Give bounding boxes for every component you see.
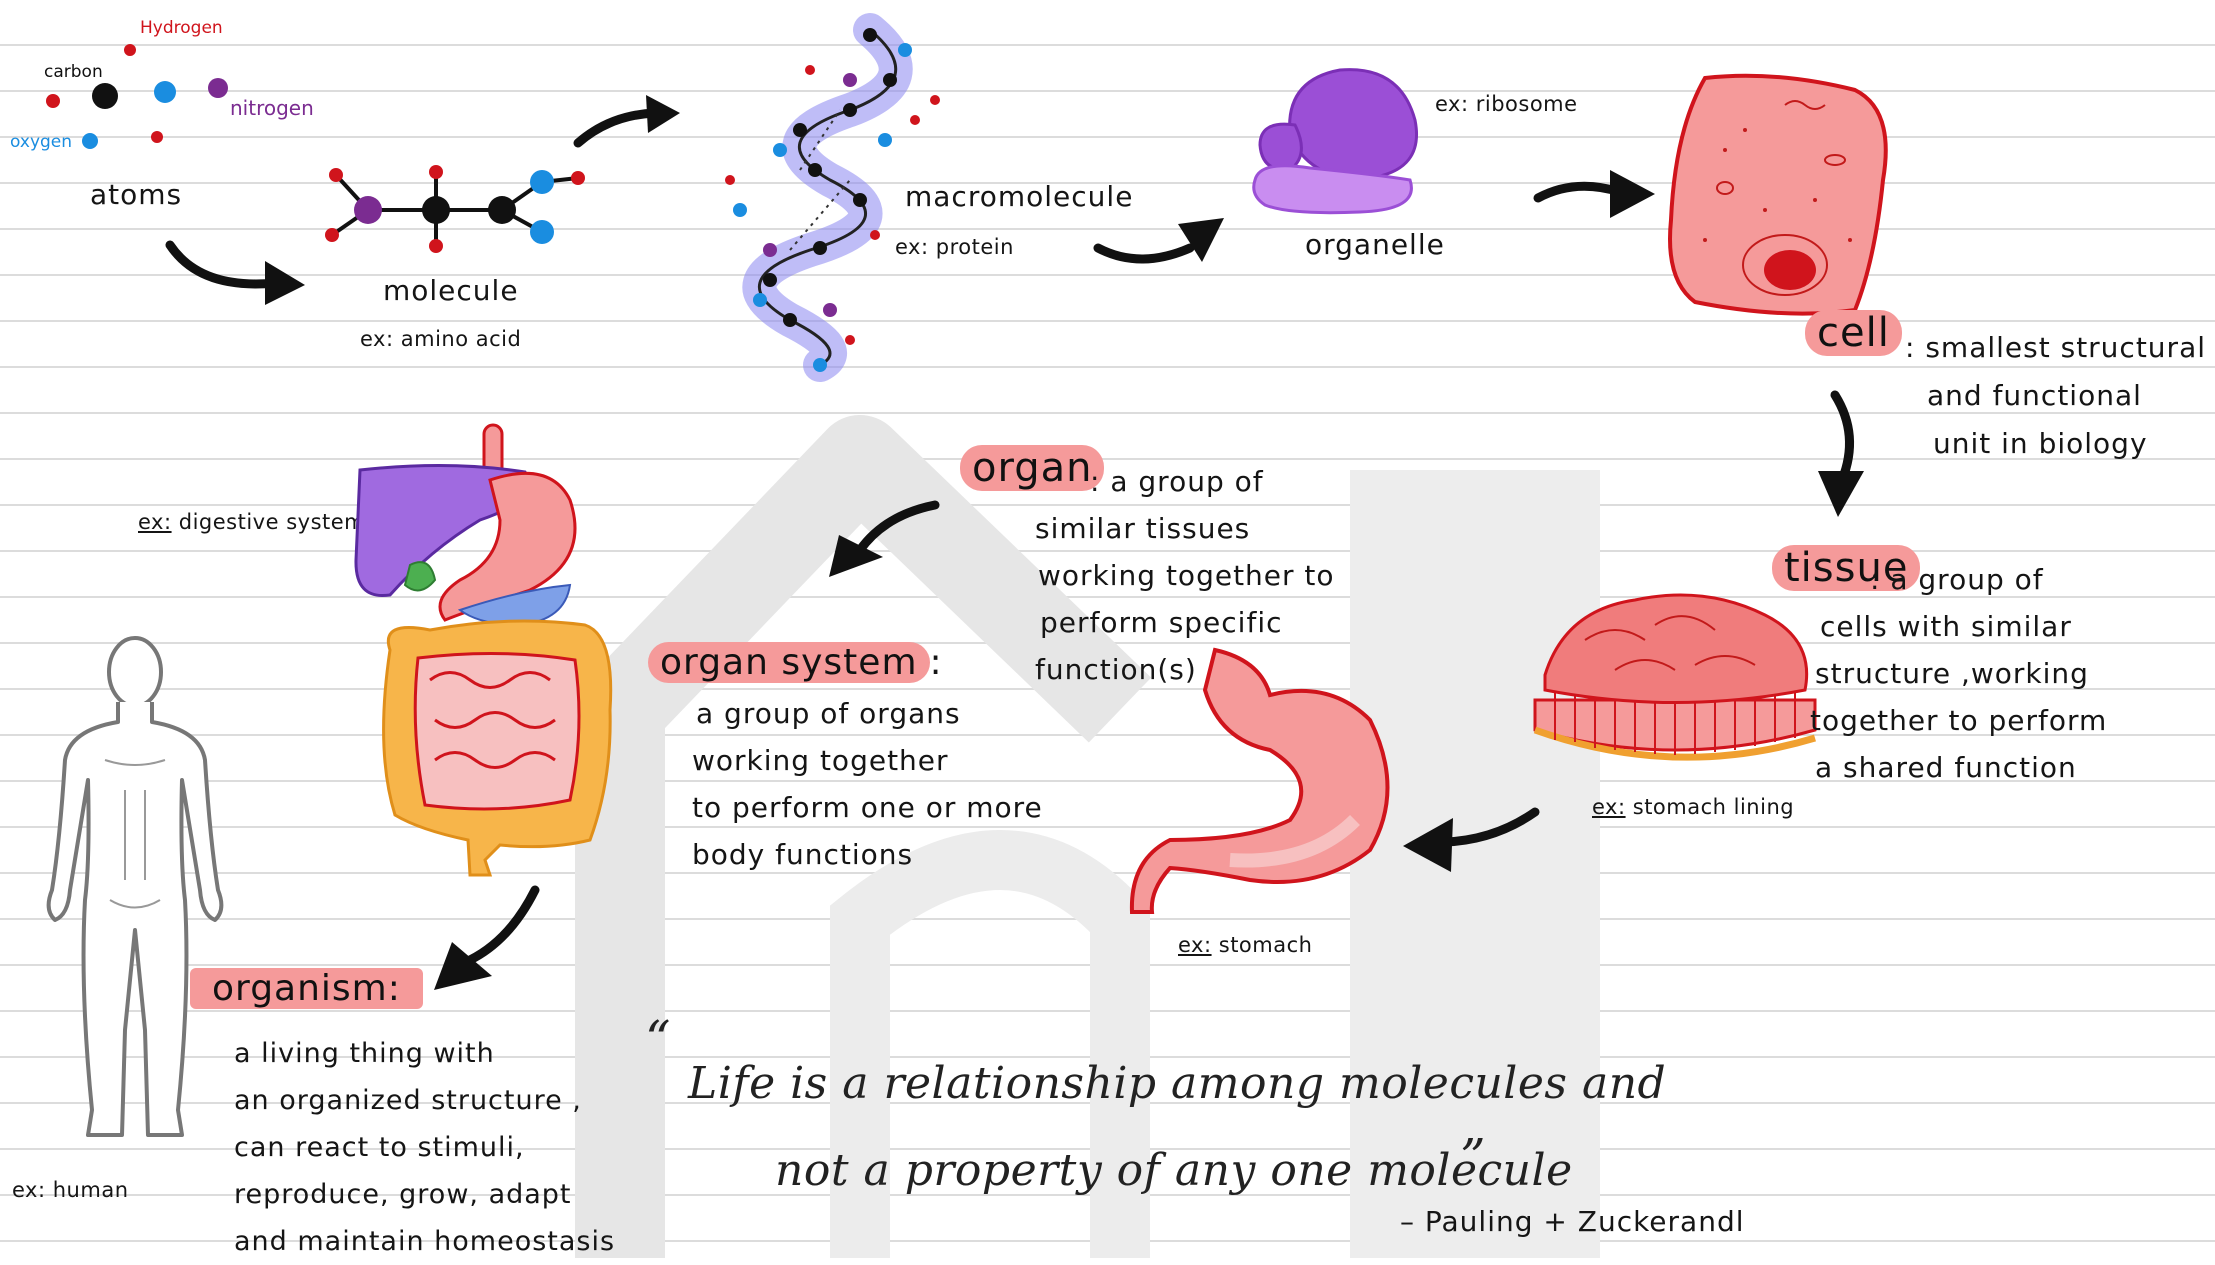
arrow-cell-to-tissue-icon (1800, 385, 1880, 525)
cell-definition: : smallest structural and functional uni… (1905, 324, 2206, 468)
amino-acid-molecule-illustration (310, 160, 600, 260)
organ-system-title: organ system: (648, 642, 943, 683)
example-text: protein (936, 235, 1014, 259)
quote-open-mark: “ (645, 1010, 671, 1068)
arrow-organ-to-organ-system-icon (815, 495, 945, 585)
definition-line: : a group of (1090, 458, 1335, 505)
macromolecule-example: ex: protein (895, 235, 1014, 259)
example-text: stomach lining (1633, 795, 1794, 819)
molecule-title: molecule (383, 274, 519, 307)
definition-line: perform specific (1040, 599, 1335, 646)
definition-line: working together to (1038, 552, 1335, 599)
organelle-example: ex: ribosome (1435, 92, 1578, 116)
definition-line: function(s) (1035, 646, 1335, 693)
organ-system-colon: : (930, 642, 943, 683)
example-prefix: ex: (360, 327, 394, 351)
quote-close-mark: ” (1460, 1128, 1486, 1186)
arrow-organelle-to-cell-icon (1530, 170, 1660, 230)
definition-line: cells with similar (1820, 603, 2107, 650)
definition-line: : a group of (1870, 556, 2107, 603)
tissue-example: ex: stomach lining (1592, 795, 1794, 819)
definition-line: unit in biology (1905, 420, 2206, 468)
organelle-title: organelle (1305, 228, 1445, 261)
organism-highlight: organism: (190, 968, 423, 1009)
organ-highlight: organ (960, 445, 1104, 491)
example-text: human (53, 1178, 129, 1202)
example-prefix: ex: (138, 510, 172, 534)
definition-line: a living thing with (234, 1030, 615, 1077)
definition-line: and functional (1905, 372, 2206, 420)
cell-title: cell (1805, 310, 1902, 356)
cell-highlight: cell (1805, 310, 1902, 356)
definition-line: together to perform (1810, 697, 2107, 744)
definition-line: : smallest structural (1905, 324, 2206, 372)
arrow-macromolecule-to-organelle-icon (1090, 210, 1230, 280)
arrow-tissue-to-organ-icon (1395, 800, 1545, 880)
organ-definition: : a group of similar tissues working tog… (1090, 458, 1335, 693)
example-text: ribosome (1476, 92, 1578, 116)
cell-illustration (1665, 70, 1895, 320)
organ-system-definition: a group of organs working together to pe… (692, 690, 1043, 878)
arrow-organ-system-to-organism-icon (430, 880, 550, 1000)
example-prefix: ex: (12, 1178, 46, 1202)
organism-title: organism: (190, 968, 423, 1009)
macromolecule-title: macromolecule (905, 180, 1133, 213)
definition-line: an organized structure , (234, 1077, 615, 1124)
example-prefix: ex: (1435, 92, 1469, 116)
example-prefix: ex: (1178, 933, 1212, 957)
example-prefix: ex: (895, 235, 929, 259)
definition-line: a group of organs (696, 690, 1043, 737)
example-text: amino acid (401, 327, 522, 351)
nitrogen-label: nitrogen (230, 96, 314, 120)
stomach-lining-tissue-illustration (1525, 580, 1825, 780)
hydrogen-label: Hydrogen (140, 18, 223, 38)
organism-definition: a living thing with an organized structu… (234, 1030, 615, 1265)
example-prefix: ex: (1592, 795, 1626, 819)
ribosome-illustration (1250, 60, 1430, 220)
definition-line: body functions (692, 831, 1043, 878)
quote-attribution: – Pauling + Zuckerandl (1400, 1205, 1745, 1238)
example-text: stomach (1219, 933, 1313, 957)
definition-line: to perform one or more (692, 784, 1043, 831)
definition-line: working together (692, 737, 1043, 784)
definition-line: reproduce, grow, adapt (234, 1171, 615, 1218)
quote-line-2: not a property of any one molecule (775, 1145, 1573, 1196)
molecule-example: ex: amino acid (360, 327, 521, 351)
organ-title: organ (960, 445, 1104, 491)
oxygen-label: oxygen (10, 132, 72, 152)
organ-example: ex: stomach (1178, 933, 1312, 957)
arrow-molecule-to-macromolecule-icon (570, 95, 690, 155)
quote-line-1: Life is a relationship among molecules a… (688, 1058, 1666, 1109)
atoms-title: atoms (90, 178, 182, 211)
arrow-atoms-to-molecule-icon (160, 235, 310, 305)
carbon-label: carbon (44, 62, 103, 82)
human-body-outline-illustration (30, 630, 240, 1150)
definition-line: can react to stimuli, (234, 1124, 615, 1171)
organ-system-example: ex: digestive system (138, 510, 365, 534)
digestive-system-illustration (350, 420, 625, 880)
definition-line: a shared function (1815, 744, 2107, 791)
organ-system-highlight: organ system (648, 642, 930, 683)
organism-example: ex: human (12, 1178, 129, 1202)
tissue-definition: : a group of cells with similar structur… (1870, 556, 2107, 791)
example-text: digestive system (179, 510, 365, 534)
definition-line: structure ,working (1815, 650, 2107, 697)
definition-line: similar tissues (1035, 505, 1335, 552)
